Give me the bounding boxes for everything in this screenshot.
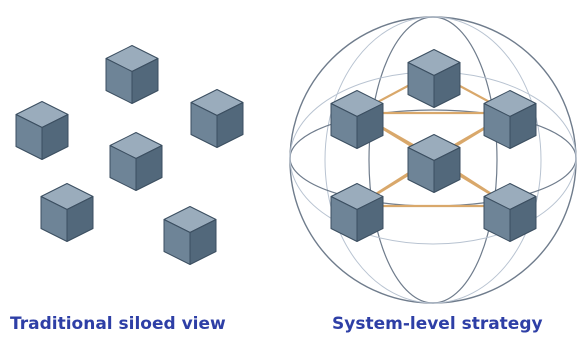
siloed-cube-5 [40, 183, 94, 242]
connected-cube-6 [483, 183, 537, 242]
connected-cube-3 [483, 90, 537, 149]
siloed-cube-6 [163, 206, 217, 265]
siloed-cube-2 [15, 101, 69, 160]
siloed-cube-4 [109, 132, 163, 191]
connected-cube-2 [330, 90, 384, 149]
connected-cubes [330, 49, 537, 242]
siloed-cubes [15, 45, 244, 265]
connected-cube-5 [330, 183, 384, 242]
connected-cube-1 [407, 49, 461, 108]
siloed-cube-1 [105, 45, 159, 104]
sphere-meridian-outer [324, 16, 542, 304]
connected-cube-4 [407, 134, 461, 193]
caption-traditional-siloed-view: Traditional siloed view [10, 314, 226, 334]
caption-system-level-strategy: System-level strategy [332, 314, 543, 334]
siloed-cube-3 [190, 89, 244, 148]
